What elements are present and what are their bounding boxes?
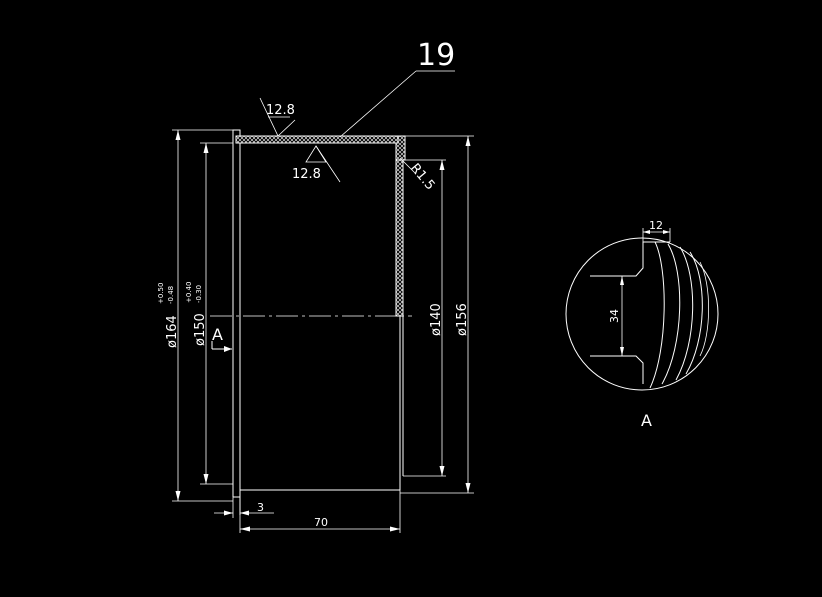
roughness-inner-label: 12.8 (292, 167, 321, 182)
part-number-label: 19 (417, 38, 455, 73)
flange-lip (232, 129, 241, 143)
dim-length-label: 70 (314, 516, 328, 529)
top-wall-section (235, 135, 399, 144)
dim-inner-diameter-label: ø140 (429, 303, 444, 336)
part-number-callout: 19 (339, 38, 455, 138)
dim-flange-diameter-label: ø156 (455, 303, 470, 336)
dim-flange-diameter: ø156 (400, 135, 474, 494)
radius-label: R1.5 (407, 161, 438, 193)
dim-bore-diameter-label: ø150 (193, 313, 208, 346)
dim-bore-tol-lower: -0.30 (195, 285, 203, 303)
roughness-inner: 12.8 (292, 145, 341, 183)
dim-outer-tol-lower: -0.48 (167, 286, 175, 304)
dim-outer-tol-upper: +0.50 (157, 283, 165, 304)
dim-inner-diameter: ø140 (403, 159, 446, 477)
dim-flange-thickness: 3 (214, 497, 274, 518)
right-wall-section (395, 159, 404, 317)
dim-flange-thickness-label: 3 (257, 501, 264, 514)
dim-outer-diameter: ø164 +0.50 -0.48 (157, 129, 233, 502)
dim-outer-diameter-label: ø164 (165, 315, 180, 348)
dim-bore-tol-upper: +0.40 (185, 282, 193, 303)
dim-bore-diameter: ø150 +0.40 -0.30 (185, 142, 233, 485)
detail-view: 12 34 A (565, 219, 719, 430)
section-marker: A (211, 325, 232, 352)
radius-callout: R1.5 (399, 157, 438, 193)
roughness-top-label: 12.8 (266, 103, 295, 118)
detail-circle (565, 237, 719, 391)
section-marker-label: A (212, 325, 223, 344)
detail-view-label: A (641, 411, 652, 430)
roughness-top: 12.8 (259, 97, 296, 137)
dim-length: 70 (239, 490, 401, 533)
detail-width-label: 12 (649, 219, 663, 232)
part-body (210, 129, 412, 515)
detail-height-label: 34 (608, 309, 621, 323)
